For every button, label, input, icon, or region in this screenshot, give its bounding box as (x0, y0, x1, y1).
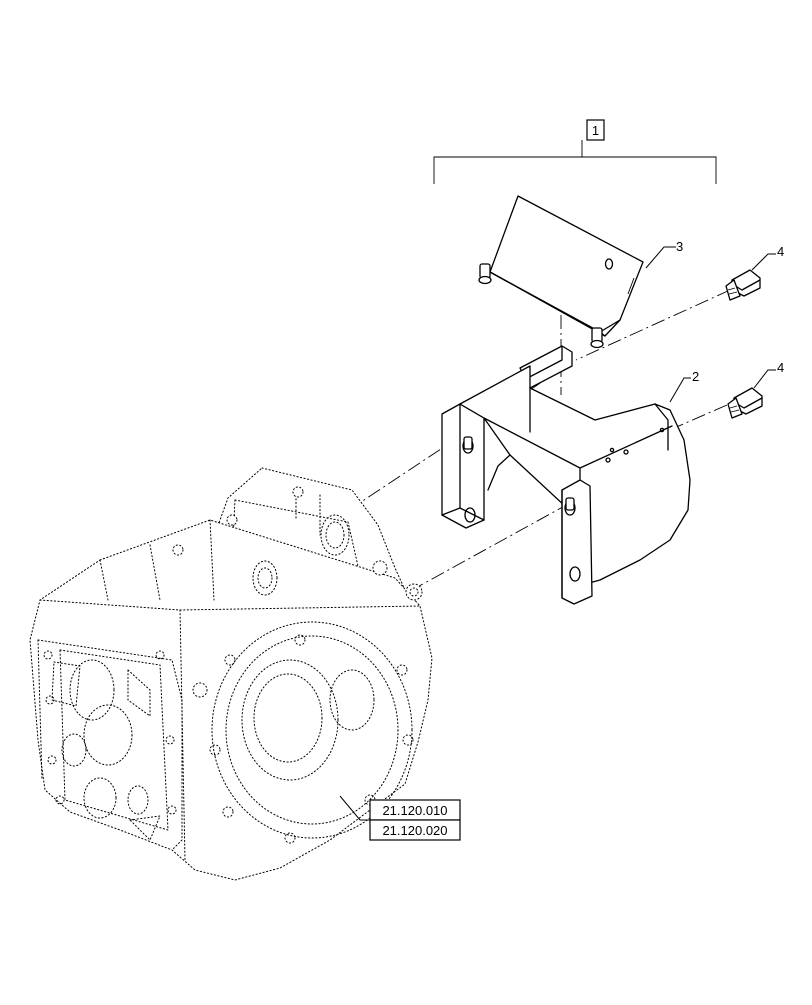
cover-plate (478, 195, 644, 349)
callout-3-label: 3 (676, 239, 683, 254)
callout-4-lower-label: 4 (777, 360, 784, 375)
reference-callout: 21.120.010 21.120.020 (339, 795, 461, 841)
mounting-bracket (441, 345, 691, 605)
bolt-lower (727, 387, 763, 419)
callout-1-label: 1 (592, 123, 599, 138)
callout-4-upper-label: 4 (777, 244, 784, 259)
callout-4-upper: 4 (751, 244, 784, 271)
callout-2: 2 (669, 369, 699, 403)
callout-3: 3 (645, 239, 683, 269)
reference-b: 21.120.020 (382, 823, 447, 838)
assembly-bracket (433, 140, 717, 184)
reference-a: 21.120.010 (382, 803, 447, 818)
callout-2-label: 2 (692, 369, 699, 384)
transmission-housing (29, 467, 433, 881)
callout-1-box: 1 (586, 119, 605, 141)
callout-4-lower: 4 (753, 360, 784, 389)
bolt-upper (725, 269, 761, 301)
